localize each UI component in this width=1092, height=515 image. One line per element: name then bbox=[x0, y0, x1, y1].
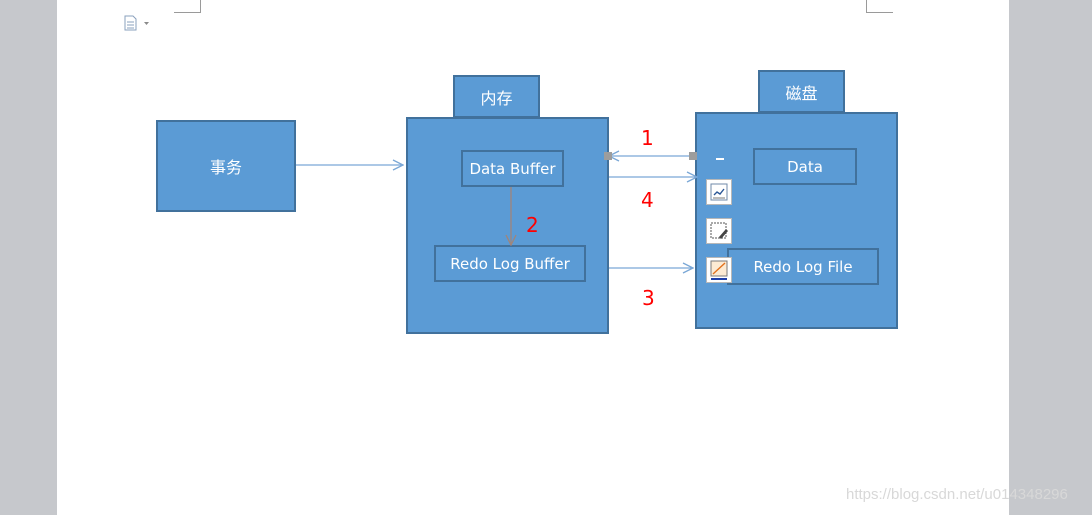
data-box[interactable]: Data bbox=[753, 148, 857, 185]
connector-handle-left[interactable] bbox=[604, 152, 612, 160]
layout-options-icon[interactable] bbox=[706, 179, 732, 205]
data-buffer-label: Data Buffer bbox=[469, 159, 556, 178]
data-label: Data bbox=[787, 157, 823, 176]
step-number-4: 4 bbox=[641, 188, 654, 212]
paste-options-icon[interactable] bbox=[123, 15, 153, 31]
redo-log-buffer-label: Redo Log Buffer bbox=[450, 254, 570, 273]
crop-mark-right bbox=[866, 0, 893, 13]
memory-tab[interactable]: 内存 bbox=[453, 75, 540, 118]
disk-tab-label: 磁盘 bbox=[785, 83, 818, 103]
step-number-1: 1 bbox=[641, 126, 654, 150]
step-number-3: 3 bbox=[642, 286, 655, 310]
shape-outline-icon[interactable] bbox=[706, 257, 732, 283]
step-number-2: 2 bbox=[526, 213, 539, 237]
connector-handle-right[interactable] bbox=[689, 152, 697, 160]
redo-log-buffer-box[interactable]: Redo Log Buffer bbox=[434, 245, 586, 282]
redo-log-file-label: Redo Log File bbox=[753, 257, 853, 276]
redo-log-file-box[interactable]: Redo Log File bbox=[727, 248, 879, 285]
data-buffer-box[interactable]: Data Buffer bbox=[461, 150, 564, 187]
transaction-label: 事务 bbox=[209, 158, 242, 177]
memory-tab-label: 内存 bbox=[480, 88, 513, 108]
transaction-box[interactable]: 事务 bbox=[156, 120, 296, 212]
watermark-url: https://blog.csdn.net/u014348296 bbox=[846, 486, 1068, 503]
shape-styles-icon[interactable] bbox=[706, 218, 732, 244]
disk-tab[interactable]: 磁盘 bbox=[758, 70, 845, 113]
crop-mark-left bbox=[174, 0, 201, 13]
minus-marker bbox=[716, 158, 724, 160]
